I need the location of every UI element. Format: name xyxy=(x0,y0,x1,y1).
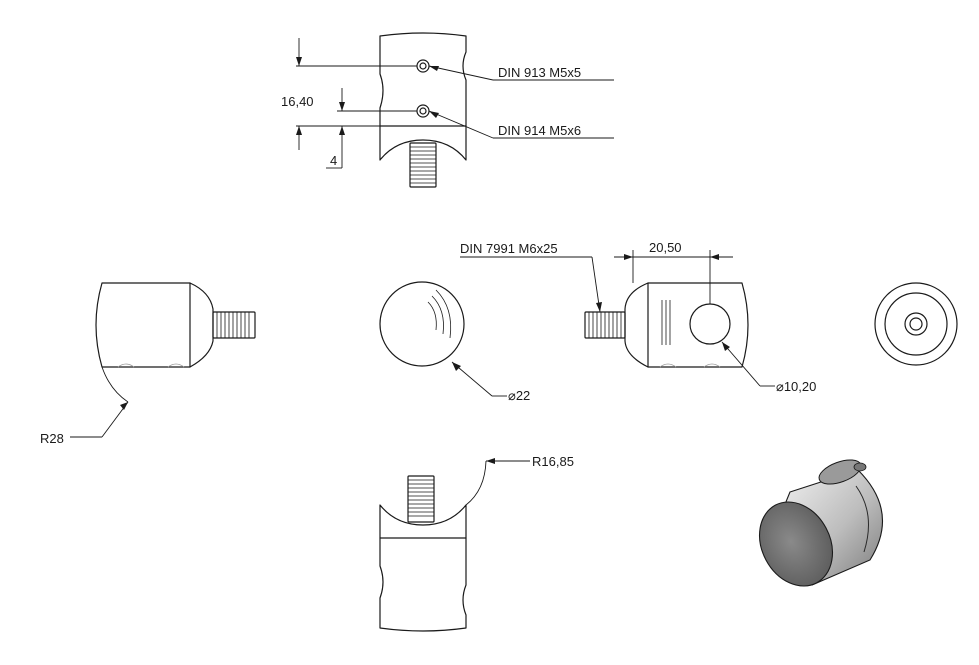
front-view-outline xyxy=(624,282,749,368)
hole-lower-inner xyxy=(419,107,427,115)
label-diameter-10-20: ⌀10,20 xyxy=(776,379,816,394)
left-view-outline xyxy=(95,282,214,368)
label-r16-85: R16,85 xyxy=(532,454,574,469)
front-view-thread xyxy=(584,311,626,339)
bottom-view-thread xyxy=(407,475,435,523)
right-view-stud-outer xyxy=(904,312,928,336)
r28-arc xyxy=(101,366,129,403)
top-view-outline xyxy=(379,32,467,161)
right-view-ring xyxy=(884,292,948,356)
dim-spacing-label: 16,40 xyxy=(281,94,314,109)
end-view: ⌀22 xyxy=(379,281,530,403)
label-din-7991: DIN 7991 M6x25 xyxy=(460,241,558,256)
hole-upper-inner xyxy=(419,62,427,70)
right-view-stud-inner xyxy=(909,317,923,331)
left-view: R28 xyxy=(40,282,256,446)
top-view-dimensions: 16,40 4 DIN 913 M5x5 DIN 914 M5x6 xyxy=(281,38,614,169)
label-din-913: DIN 913 M5x5 xyxy=(498,65,581,80)
cross-hole xyxy=(689,303,731,345)
end-view-circle xyxy=(379,281,465,367)
label-r28: R28 xyxy=(40,431,64,446)
top-view-thread xyxy=(409,142,437,188)
isometric-view xyxy=(759,459,883,587)
right-end-view xyxy=(874,282,958,366)
label-diameter-22: ⌀22 xyxy=(508,388,530,403)
bottom-view: R16,85 xyxy=(379,454,574,632)
dim-hole-pos-label: 20,50 xyxy=(649,240,682,255)
right-view-outer xyxy=(874,282,958,366)
bottom-view-outline xyxy=(379,504,467,632)
label-din-914: DIN 914 M5x6 xyxy=(498,123,581,138)
front-view: 20,50 DIN 7991 M6x25 ⌀10,20 xyxy=(460,240,816,394)
top-view xyxy=(379,32,467,188)
hole-lower xyxy=(416,104,430,118)
r16-arc xyxy=(465,460,487,506)
dim-offset-label: 4 xyxy=(330,153,337,168)
hole-upper xyxy=(416,59,430,73)
left-view-thread xyxy=(212,311,256,339)
